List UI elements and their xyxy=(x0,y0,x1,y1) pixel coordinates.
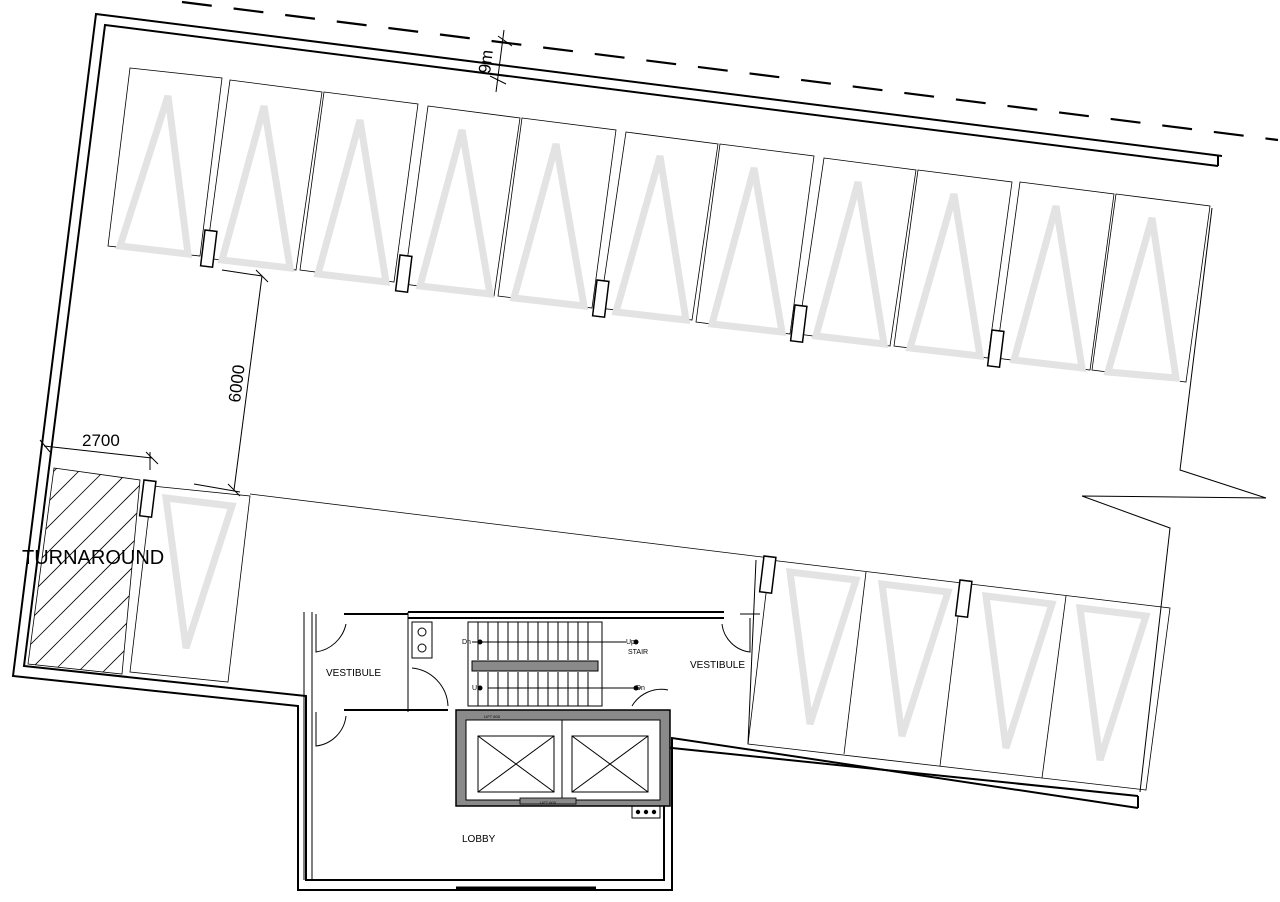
lobby-label: LOBBY xyxy=(462,834,496,845)
column xyxy=(138,479,157,519)
parking-bay xyxy=(299,91,419,283)
stair: Dn Up Up Dn STAIR xyxy=(462,621,648,707)
car-outline xyxy=(1075,603,1151,762)
right-edge xyxy=(1081,207,1267,793)
aisle-dimension-label: 6000 xyxy=(225,364,248,404)
lift-core: LIFT 600 LIFT 600 xyxy=(455,709,671,819)
parking-bay xyxy=(205,79,323,271)
aisle-edge xyxy=(249,493,771,559)
car-outline xyxy=(707,167,787,337)
car-outline xyxy=(981,591,1057,750)
parking-bay xyxy=(995,181,1115,371)
car-outline xyxy=(877,579,953,738)
car-outline xyxy=(811,181,889,349)
column xyxy=(986,329,1005,369)
vestibule-right-label: VESTIBULE xyxy=(690,660,745,671)
parking-bay xyxy=(403,105,521,297)
parking-bay xyxy=(747,559,1171,791)
equipment-box xyxy=(411,621,433,659)
parking-bay xyxy=(129,485,251,683)
car-outline xyxy=(785,567,861,726)
car-outline xyxy=(415,129,495,299)
column xyxy=(394,254,413,294)
car-outline xyxy=(1103,217,1181,382)
parking-bay xyxy=(497,117,617,309)
stair-up-bottom: Up xyxy=(472,685,481,692)
vestibule-left-label: VESTIBULE xyxy=(326,668,381,679)
car-outline xyxy=(161,493,237,650)
car-outline xyxy=(905,193,985,361)
core: Dn Up Up Dn STAIR LIFT 600 LIFT 600 xyxy=(303,559,760,890)
parking-bay xyxy=(1091,193,1211,383)
turnaround-area: TURNAROUND xyxy=(22,467,164,675)
car-outline xyxy=(611,155,691,325)
stair-dn-bottom: Dn xyxy=(636,685,645,692)
outer-wall xyxy=(11,12,1223,891)
top-parking-row xyxy=(107,67,1211,383)
column xyxy=(199,229,218,269)
setback-line xyxy=(181,0,1279,142)
car-outline xyxy=(115,94,193,258)
top-columns xyxy=(199,229,1005,369)
turnaround-label: TURNAROUND xyxy=(22,547,164,569)
setback-dimension: 9m xyxy=(475,29,513,93)
column xyxy=(758,555,777,595)
column xyxy=(789,304,808,344)
bottom-parking-row xyxy=(747,555,1171,791)
car-outline xyxy=(217,105,295,273)
column xyxy=(954,579,973,619)
lift-bottom-note: LIFT 600 xyxy=(540,800,557,805)
aisle-dimension: 6000 xyxy=(193,269,269,497)
bay-dimension-label: 2700 xyxy=(82,431,120,450)
setback-dimension-label: 9m xyxy=(475,49,497,75)
top-car-outlines xyxy=(115,94,1181,382)
car-outline xyxy=(1009,205,1087,373)
lift-top-note: LIFT 600 xyxy=(484,714,501,719)
parking-bay xyxy=(695,143,815,335)
column xyxy=(591,279,610,319)
car-outline xyxy=(313,119,391,287)
parking-bay xyxy=(797,157,917,347)
car-outline xyxy=(509,143,589,311)
parking-bay xyxy=(599,131,719,321)
parking-bay xyxy=(107,67,223,257)
bay-dimension: 2700 xyxy=(39,431,159,470)
stair-up-top: Up xyxy=(626,639,635,646)
stair-dn-top: Dn xyxy=(462,639,471,646)
stair-label: STAIR xyxy=(628,649,648,656)
